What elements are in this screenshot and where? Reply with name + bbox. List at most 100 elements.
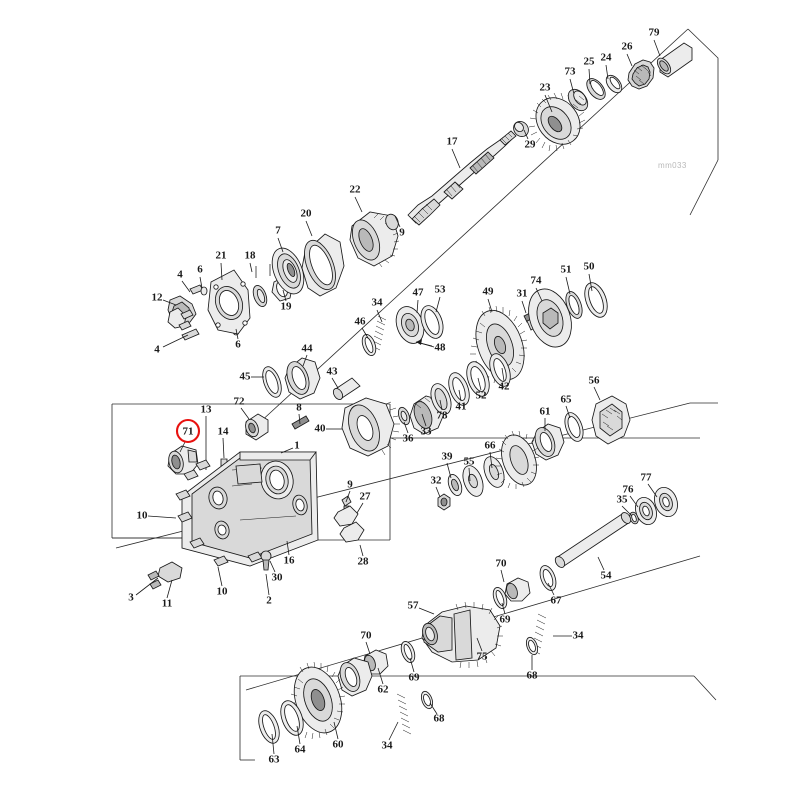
leader-line [626,53,633,67]
part-74-hub [528,288,572,348]
callout-36: 36 [403,421,415,445]
leader-line [429,702,438,715]
part-69-snapring-b [400,641,416,663]
callout-73: 73 [565,66,576,95]
leader-line [296,725,301,745]
callout-label: 22 [350,184,362,196]
callout-label: 27 [360,491,372,503]
callout-label: 69 [409,672,421,684]
part-47-plate [395,306,425,344]
part-76-seal [635,496,657,526]
callout-label: 11 [162,598,172,610]
callout-label: 7 [275,225,281,237]
callout-label: 75 [477,651,489,663]
callout-70: 70 [361,630,372,655]
callout-label: 24 [601,52,613,64]
callout-54: 54 [597,556,612,582]
leader-line [605,64,609,80]
part-61-bearing [531,423,565,461]
callout-label: 4 [154,344,160,356]
callout-label: 19 [281,301,293,313]
callout-61: 61 [540,406,551,431]
part-13-transmission-case [175,451,319,567]
callout-69: 69 [500,602,511,626]
callout-label: 53 [435,284,447,296]
part-24-ring [605,74,623,94]
leader-line [162,334,189,348]
part-67-ring [539,565,557,591]
callout-label: 36 [403,433,415,445]
leader-line-71 [179,441,186,453]
leader-line [222,437,225,459]
leader-line [588,273,593,292]
part-59-gear [495,430,540,489]
leader-line [458,389,462,402]
leader-line [409,657,415,673]
part-23-gear [528,92,586,152]
part-71-bushing [167,445,199,475]
callout-label: 6 [235,339,241,351]
part-20-race [301,233,345,297]
watermark-text: mm033 [658,161,687,170]
leader-line [302,354,308,367]
leader-line [569,78,575,95]
callout-label: 4 [177,269,183,281]
leader-line [647,483,658,498]
callout-34: 34 [382,721,399,752]
part-56-shifter-cam [591,395,631,445]
leader-line [331,377,339,389]
leader-line [181,280,191,293]
callout-label: 48 [435,342,447,354]
leader-line [418,607,435,615]
part-68-ring-a [525,636,539,656]
leader-line [588,68,591,85]
part-54-shaft [554,512,632,568]
callout-label: 47 [413,287,425,299]
part-25-ring [586,78,606,100]
callout-label: 74 [531,275,543,287]
leader-line [333,721,339,740]
callout-label: 72 [234,396,246,408]
leader-line [435,486,441,498]
leader-line [487,298,493,313]
callout-27: 27 [356,491,372,514]
leader-line [361,327,369,339]
leader-line [356,502,364,514]
leader-line [629,495,639,508]
leader-line [394,215,401,228]
callout-65: 65 [561,394,572,419]
callout-10: 10 [217,566,228,598]
highlighted-callout-label: 71 [183,426,194,438]
leader-line [593,386,601,401]
callout-57: 57 [408,600,435,615]
part-73-bearing [567,88,589,112]
callout-label: 33 [421,426,433,438]
part-64-ring [280,700,304,736]
callout-43: 43 [327,366,339,389]
callout-52: 52 [476,377,487,402]
leader-line [653,39,661,57]
callout-50: 50 [584,261,595,292]
leader-line [521,300,527,314]
callout-label: 61 [540,406,551,418]
leader-line [217,566,223,587]
part-63-snapring [258,710,280,744]
callout-21: 21 [216,250,227,281]
callout-label: 40 [315,423,327,435]
callout-label: 21 [216,250,227,262]
callout-63: 63 [269,733,280,766]
part-65-ring [564,412,584,442]
callout-label: 14 [218,426,230,438]
part-21-cover-plate [207,269,251,335]
callout-10: 10 [137,510,177,522]
leader-line [240,407,250,420]
callout-68: 68 [429,702,445,725]
callout-6: 6 [235,328,241,351]
part-43-pin [332,377,361,400]
leader-line [265,573,270,596]
callout-23: 23 [540,82,553,113]
callout-label: 57 [408,600,420,612]
leader-line [535,287,543,302]
callout-53: 53 [435,284,447,313]
